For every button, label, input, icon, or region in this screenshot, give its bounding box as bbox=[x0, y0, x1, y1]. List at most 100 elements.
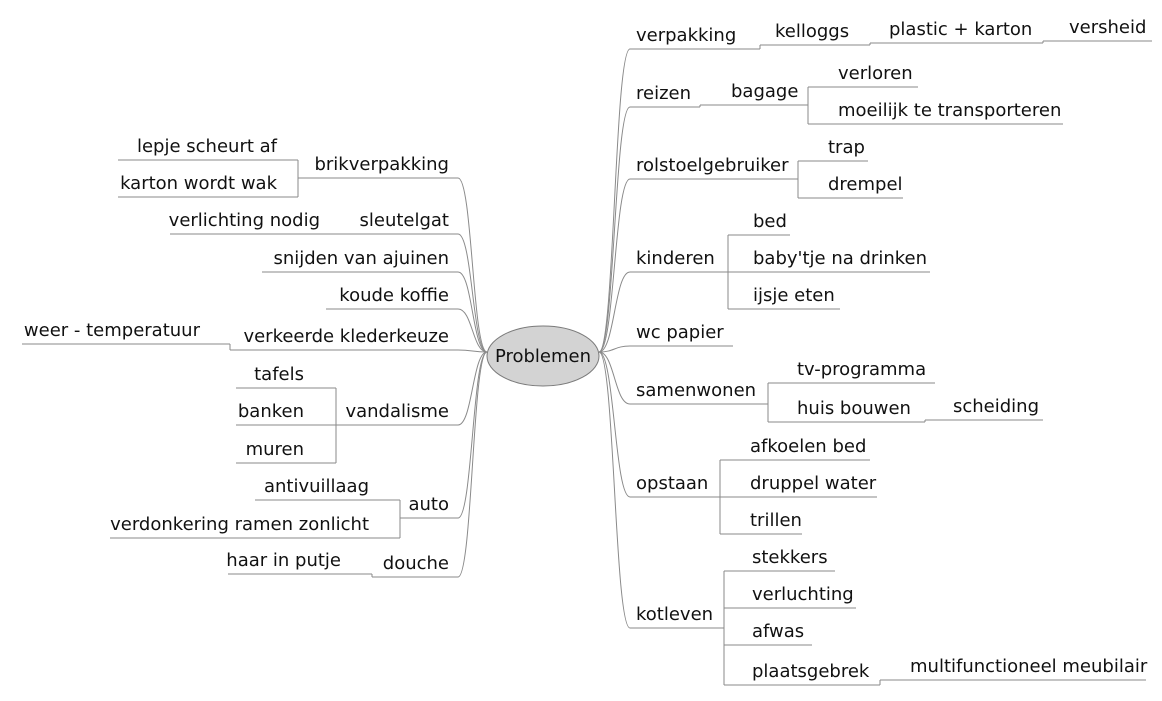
topic-verkeerde-klederkeuze[interactable]: verkeerde klederkeuze bbox=[230, 326, 458, 351]
topic-stekkers[interactable]: stekkers bbox=[724, 547, 835, 572]
topic-afkoelen-bed[interactable]: afkoelen bed bbox=[720, 436, 870, 461]
topic-label: samenwonen bbox=[636, 380, 756, 401]
topic-label: verlichting nodig bbox=[169, 210, 320, 231]
topic-label: kotleven bbox=[636, 604, 713, 625]
topic-verdonkering-ramen-zonlicht[interactable]: verdonkering ramen zonlicht bbox=[110, 514, 400, 539]
topic-reizen[interactable]: reizen bbox=[630, 83, 700, 108]
connector-line bbox=[457, 233, 488, 353]
topic-label: druppel water bbox=[750, 473, 877, 494]
topic-moeilijk-te-transporteren[interactable]: moeilijk te transporteren bbox=[808, 100, 1063, 125]
topic-versheid[interactable]: versheid bbox=[1043, 17, 1152, 42]
topic-koude-koffie[interactable]: koude koffie bbox=[326, 285, 458, 310]
topic-label: snijden van ajuinen bbox=[273, 248, 449, 269]
topic-multifunctioneel-meubilair[interactable]: multifunctioneel meubilair bbox=[880, 656, 1148, 681]
topic-label: verkeerde klederkeuze bbox=[243, 326, 449, 347]
topic-label: multifunctioneel meubilair bbox=[910, 656, 1148, 677]
topic-auto[interactable]: auto bbox=[400, 494, 458, 519]
topic-label: stekkers bbox=[752, 547, 828, 568]
topic-label: versheid bbox=[1069, 17, 1146, 38]
connector-line bbox=[598, 351, 631, 629]
topic-label: verluchting bbox=[752, 584, 854, 605]
topic-lepje-scheurt-af[interactable]: lepje scheurt af bbox=[118, 136, 298, 161]
topic-label: scheiding bbox=[953, 396, 1039, 417]
topic-antivuillaag[interactable]: antivuillaag bbox=[255, 476, 400, 501]
connector-line bbox=[457, 349, 488, 353]
topic-label: koude koffie bbox=[339, 285, 449, 306]
topic-label: muren bbox=[246, 439, 304, 460]
topic-opstaan[interactable]: opstaan bbox=[630, 473, 720, 498]
topic-wc-papier[interactable]: wc papier bbox=[630, 322, 733, 347]
topic-label: trap bbox=[828, 137, 865, 158]
topic-label: rolstoelgebruiker bbox=[636, 155, 789, 176]
connector-line bbox=[457, 308, 488, 353]
topic-ijsje-eten[interactable]: ijsje eten bbox=[728, 285, 840, 310]
topic-douche[interactable]: douche bbox=[372, 553, 458, 578]
connector-line bbox=[598, 106, 631, 353]
topic-trap[interactable]: trap bbox=[798, 137, 868, 162]
topic-muren[interactable]: muren bbox=[236, 439, 336, 464]
topic-label: huis bouwen bbox=[797, 398, 911, 419]
topic-label: karton wordt wak bbox=[120, 173, 278, 194]
topic-label: ijsje eten bbox=[753, 285, 835, 306]
topic-label: banken bbox=[238, 401, 304, 422]
topic-huis-bouwen[interactable]: huis bouwen bbox=[768, 398, 925, 423]
topic-weer-temperatuur[interactable]: weer - temperatuur bbox=[22, 320, 230, 345]
topic-drempel[interactable]: drempel bbox=[798, 174, 903, 199]
connector-line bbox=[598, 48, 631, 353]
topic-label: kinderen bbox=[636, 248, 715, 269]
topic-banken[interactable]: banken bbox=[236, 401, 336, 426]
topic-afwas[interactable]: afwas bbox=[724, 621, 812, 646]
topic-label: baby'tje na drinken bbox=[753, 248, 927, 269]
topic-label: reizen bbox=[636, 83, 691, 104]
topic-label: plaatsgebrek bbox=[752, 661, 870, 682]
topic-haar-in-putje[interactable]: haar in putje bbox=[226, 550, 372, 575]
topic-tv-programma[interactable]: tv-programma bbox=[768, 359, 935, 384]
topic-label: brikverpakking bbox=[314, 154, 449, 175]
topic-bagage[interactable]: bagage bbox=[700, 81, 808, 106]
topic-bed[interactable]: bed bbox=[728, 211, 790, 236]
topic-label: drempel bbox=[828, 174, 903, 195]
topic-label: haar in putje bbox=[226, 550, 341, 571]
topic-label: lepje scheurt af bbox=[137, 136, 278, 157]
connector-lines bbox=[229, 41, 1044, 685]
central-topic-label: Problemen bbox=[495, 346, 591, 367]
topic-karton-wordt-wak[interactable]: karton wordt wak bbox=[118, 173, 298, 198]
topic-plaatsgebrek[interactable]: plaatsgebrek bbox=[724, 661, 880, 686]
topic-label: verdonkering ramen zonlicht bbox=[110, 514, 369, 535]
topic-snijden-van-ajuinen[interactable]: snijden van ajuinen bbox=[262, 248, 458, 273]
topic-label: sleutelgat bbox=[359, 210, 449, 231]
connector-line bbox=[457, 271, 488, 353]
topic-label: bagage bbox=[731, 81, 798, 102]
topic-kelloggs[interactable]: kelloggs bbox=[760, 21, 870, 46]
topic-label: moeilijk te transporteren bbox=[838, 100, 1061, 121]
topic-tafels[interactable]: tafels bbox=[236, 364, 336, 389]
topic-scheiding[interactable]: scheiding bbox=[925, 396, 1043, 421]
topic-label: tv-programma bbox=[797, 359, 926, 380]
topic-verloren[interactable]: verloren bbox=[808, 63, 918, 88]
topic-label: tafels bbox=[254, 364, 304, 385]
topic-kotleven[interactable]: kotleven bbox=[630, 604, 724, 629]
connector-line bbox=[598, 271, 631, 353]
topic-label: weer - temperatuur bbox=[24, 320, 201, 341]
topic-verluchting[interactable]: verluchting bbox=[724, 584, 856, 609]
topic-kinderen[interactable]: kinderen bbox=[630, 248, 728, 273]
topic-label: auto bbox=[408, 494, 449, 515]
central-topic-bubble bbox=[486, 325, 600, 387]
topic-druppel-water[interactable]: druppel water bbox=[720, 473, 877, 498]
topic-sleutelgat[interactable]: sleutelgat bbox=[320, 210, 458, 235]
topic-rolstoelgebruiker[interactable]: rolstoelgebruiker bbox=[630, 155, 798, 180]
topic-vandalisme[interactable]: vandalisme bbox=[336, 401, 458, 426]
topic-verlichting-nodig[interactable]: verlichting nodig bbox=[169, 210, 320, 235]
topic-verpakking[interactable]: verpakking bbox=[630, 25, 760, 50]
topic-label: bed bbox=[753, 211, 787, 232]
topic-brikverpakking[interactable]: brikverpakking bbox=[298, 154, 458, 179]
topic-trillen[interactable]: trillen bbox=[720, 510, 802, 535]
topic-label: antivuillaag bbox=[264, 476, 369, 497]
topic-samenwonen[interactable]: samenwonen bbox=[630, 380, 768, 405]
topic-label: verpakking bbox=[636, 25, 736, 46]
topic-baby-tje-na-drinken[interactable]: baby'tje na drinken bbox=[728, 248, 930, 273]
connector-line bbox=[598, 178, 631, 353]
central-topic[interactable]: Problemen bbox=[486, 325, 600, 387]
topic-plastic-karton[interactable]: plastic + karton bbox=[870, 19, 1043, 44]
